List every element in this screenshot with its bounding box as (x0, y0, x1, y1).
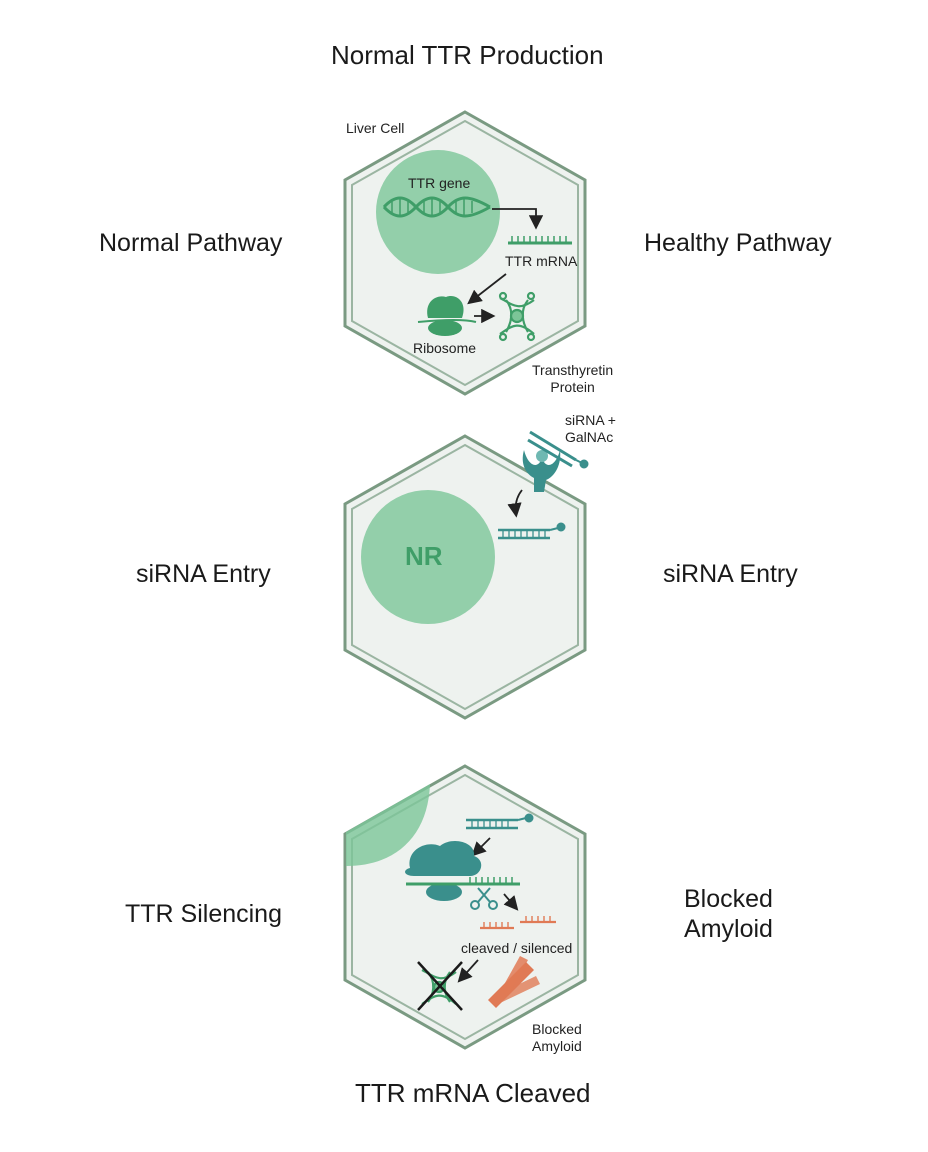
risc-complex-icon (405, 841, 482, 901)
amyloid-line2: Amyloid (684, 915, 773, 943)
nucleus-3-partial (346, 784, 430, 866)
protein-label: Transthyretin Protein (532, 362, 613, 396)
mrna-strand-icon (508, 236, 572, 245)
ribosome-label: Ribosome (413, 340, 477, 356)
sirna-icon-3 (466, 813, 534, 830)
blocked-amyloid-label: Blocked Amyloid (532, 1021, 582, 1055)
cleaved-fragments-icon (480, 916, 556, 930)
label-normal-pathway: Normal Pathway (99, 229, 283, 257)
ttr-mrna-label: TTR mRNA (505, 253, 578, 269)
x-mark-icon (417, 961, 463, 1011)
label-blocked-amyloid-side: Blocked Amyloid (684, 884, 773, 944)
amyloid-fibril-icon (488, 956, 540, 1008)
protein-icon (498, 291, 536, 342)
sirna-galnac-icon (527, 430, 589, 469)
bottom-title: TTR mRNA Cleaved (355, 1078, 591, 1108)
galnac-label-line2: GalNAc (565, 429, 614, 445)
sirna-label-line1: siRNA + (565, 412, 616, 428)
label-sirna-entry-left: siRNA Entry (136, 560, 271, 588)
page-title: Normal TTR Production (331, 40, 604, 70)
scissors-icon (470, 887, 498, 910)
cleaved-silenced-label: cleaved / silenced (461, 940, 573, 956)
amyloid-label-line2: Amyloid (532, 1038, 582, 1054)
sirna-galnac-label: siRNA + GalNAc (565, 412, 616, 446)
target-mrna-icon (406, 877, 520, 886)
label-sirna-entry-right: siRNA Entry (663, 560, 798, 588)
ribosome-icon (417, 296, 477, 336)
blocked-line1: Blocked (684, 885, 773, 913)
receptor-icon (522, 450, 561, 492)
nucleus-1 (376, 150, 500, 274)
liver-cell-label: Liver Cell (346, 120, 405, 136)
blocked-label-line1: Blocked (532, 1021, 582, 1037)
nucleus-2 (361, 490, 495, 624)
nucleus-label: NR (405, 541, 443, 571)
ttr-gene-label: TTR gene (408, 175, 471, 191)
label-ttr-silencing: TTR Silencing (125, 900, 282, 928)
protein-label-line2: Protein (550, 379, 595, 395)
label-healthy-pathway: Healthy Pathway (644, 229, 832, 257)
dna-helix-icon (382, 196, 491, 218)
protein-label-line1: Transthyretin (532, 362, 614, 378)
sirna-internal-icon (498, 522, 566, 540)
liver-cell-3 (343, 764, 587, 1050)
